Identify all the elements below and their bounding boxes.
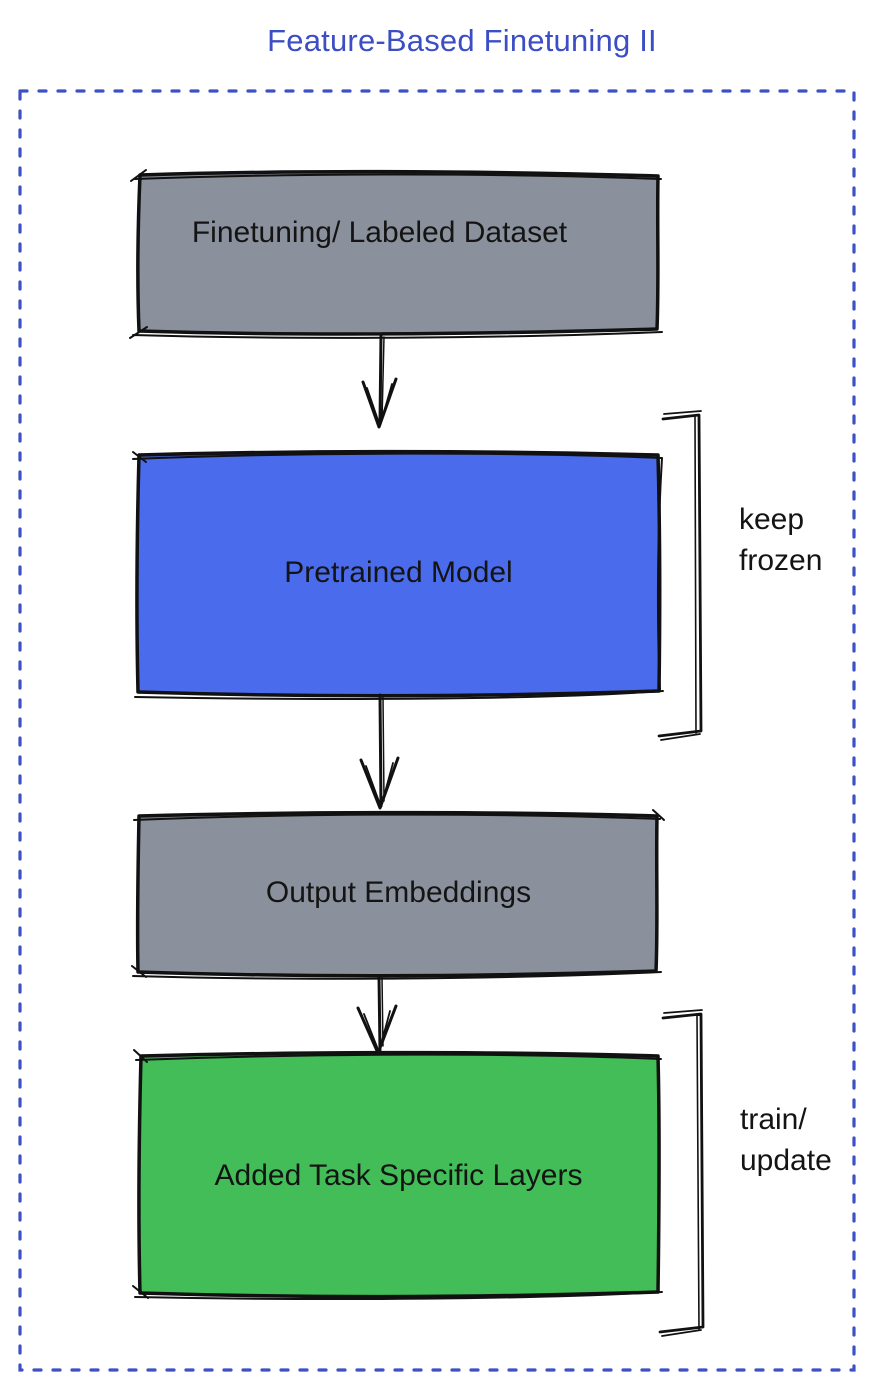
annotation-keep-frozen: keep frozen bbox=[739, 503, 823, 577]
node-pretrained-label: Pretrained Model bbox=[284, 556, 513, 589]
node-dataset-label: Finetuning/ Labeled Dataset bbox=[191, 216, 568, 249]
node-embeddings-box bbox=[135, 810, 659, 978]
arrow-pretrained-to-embeddings bbox=[359, 693, 400, 810]
dashed-frame bbox=[18, 89, 856, 1372]
bracket-keep-frozen bbox=[657, 410, 703, 741]
node-task-layers-sketch bbox=[132, 1049, 663, 1301]
arrow-dataset-to-pretrained bbox=[361, 333, 398, 429]
node-dataset-box bbox=[136, 169, 660, 336]
node-pretrained-sketch bbox=[132, 451, 664, 700]
node-task-layers-label: Added Task Specific Layers bbox=[214, 1159, 583, 1192]
node-embeddings bbox=[131, 809, 665, 980]
node-dataset-sketch bbox=[129, 169, 663, 339]
node-embeddings-sketch bbox=[131, 809, 665, 980]
node-embeddings-label: Output Embeddings bbox=[265, 876, 532, 909]
node-pretrained bbox=[132, 449, 664, 700]
page-title: Feature-Based Finetuning II bbox=[267, 23, 657, 58]
arrow-embeddings-to-task-layers bbox=[356, 975, 398, 1055]
annotation-train-update: train/ update bbox=[740, 1103, 832, 1177]
node-task-layers bbox=[132, 1049, 663, 1301]
bracket-train-update bbox=[658, 1009, 705, 1337]
node-dataset bbox=[129, 169, 663, 339]
